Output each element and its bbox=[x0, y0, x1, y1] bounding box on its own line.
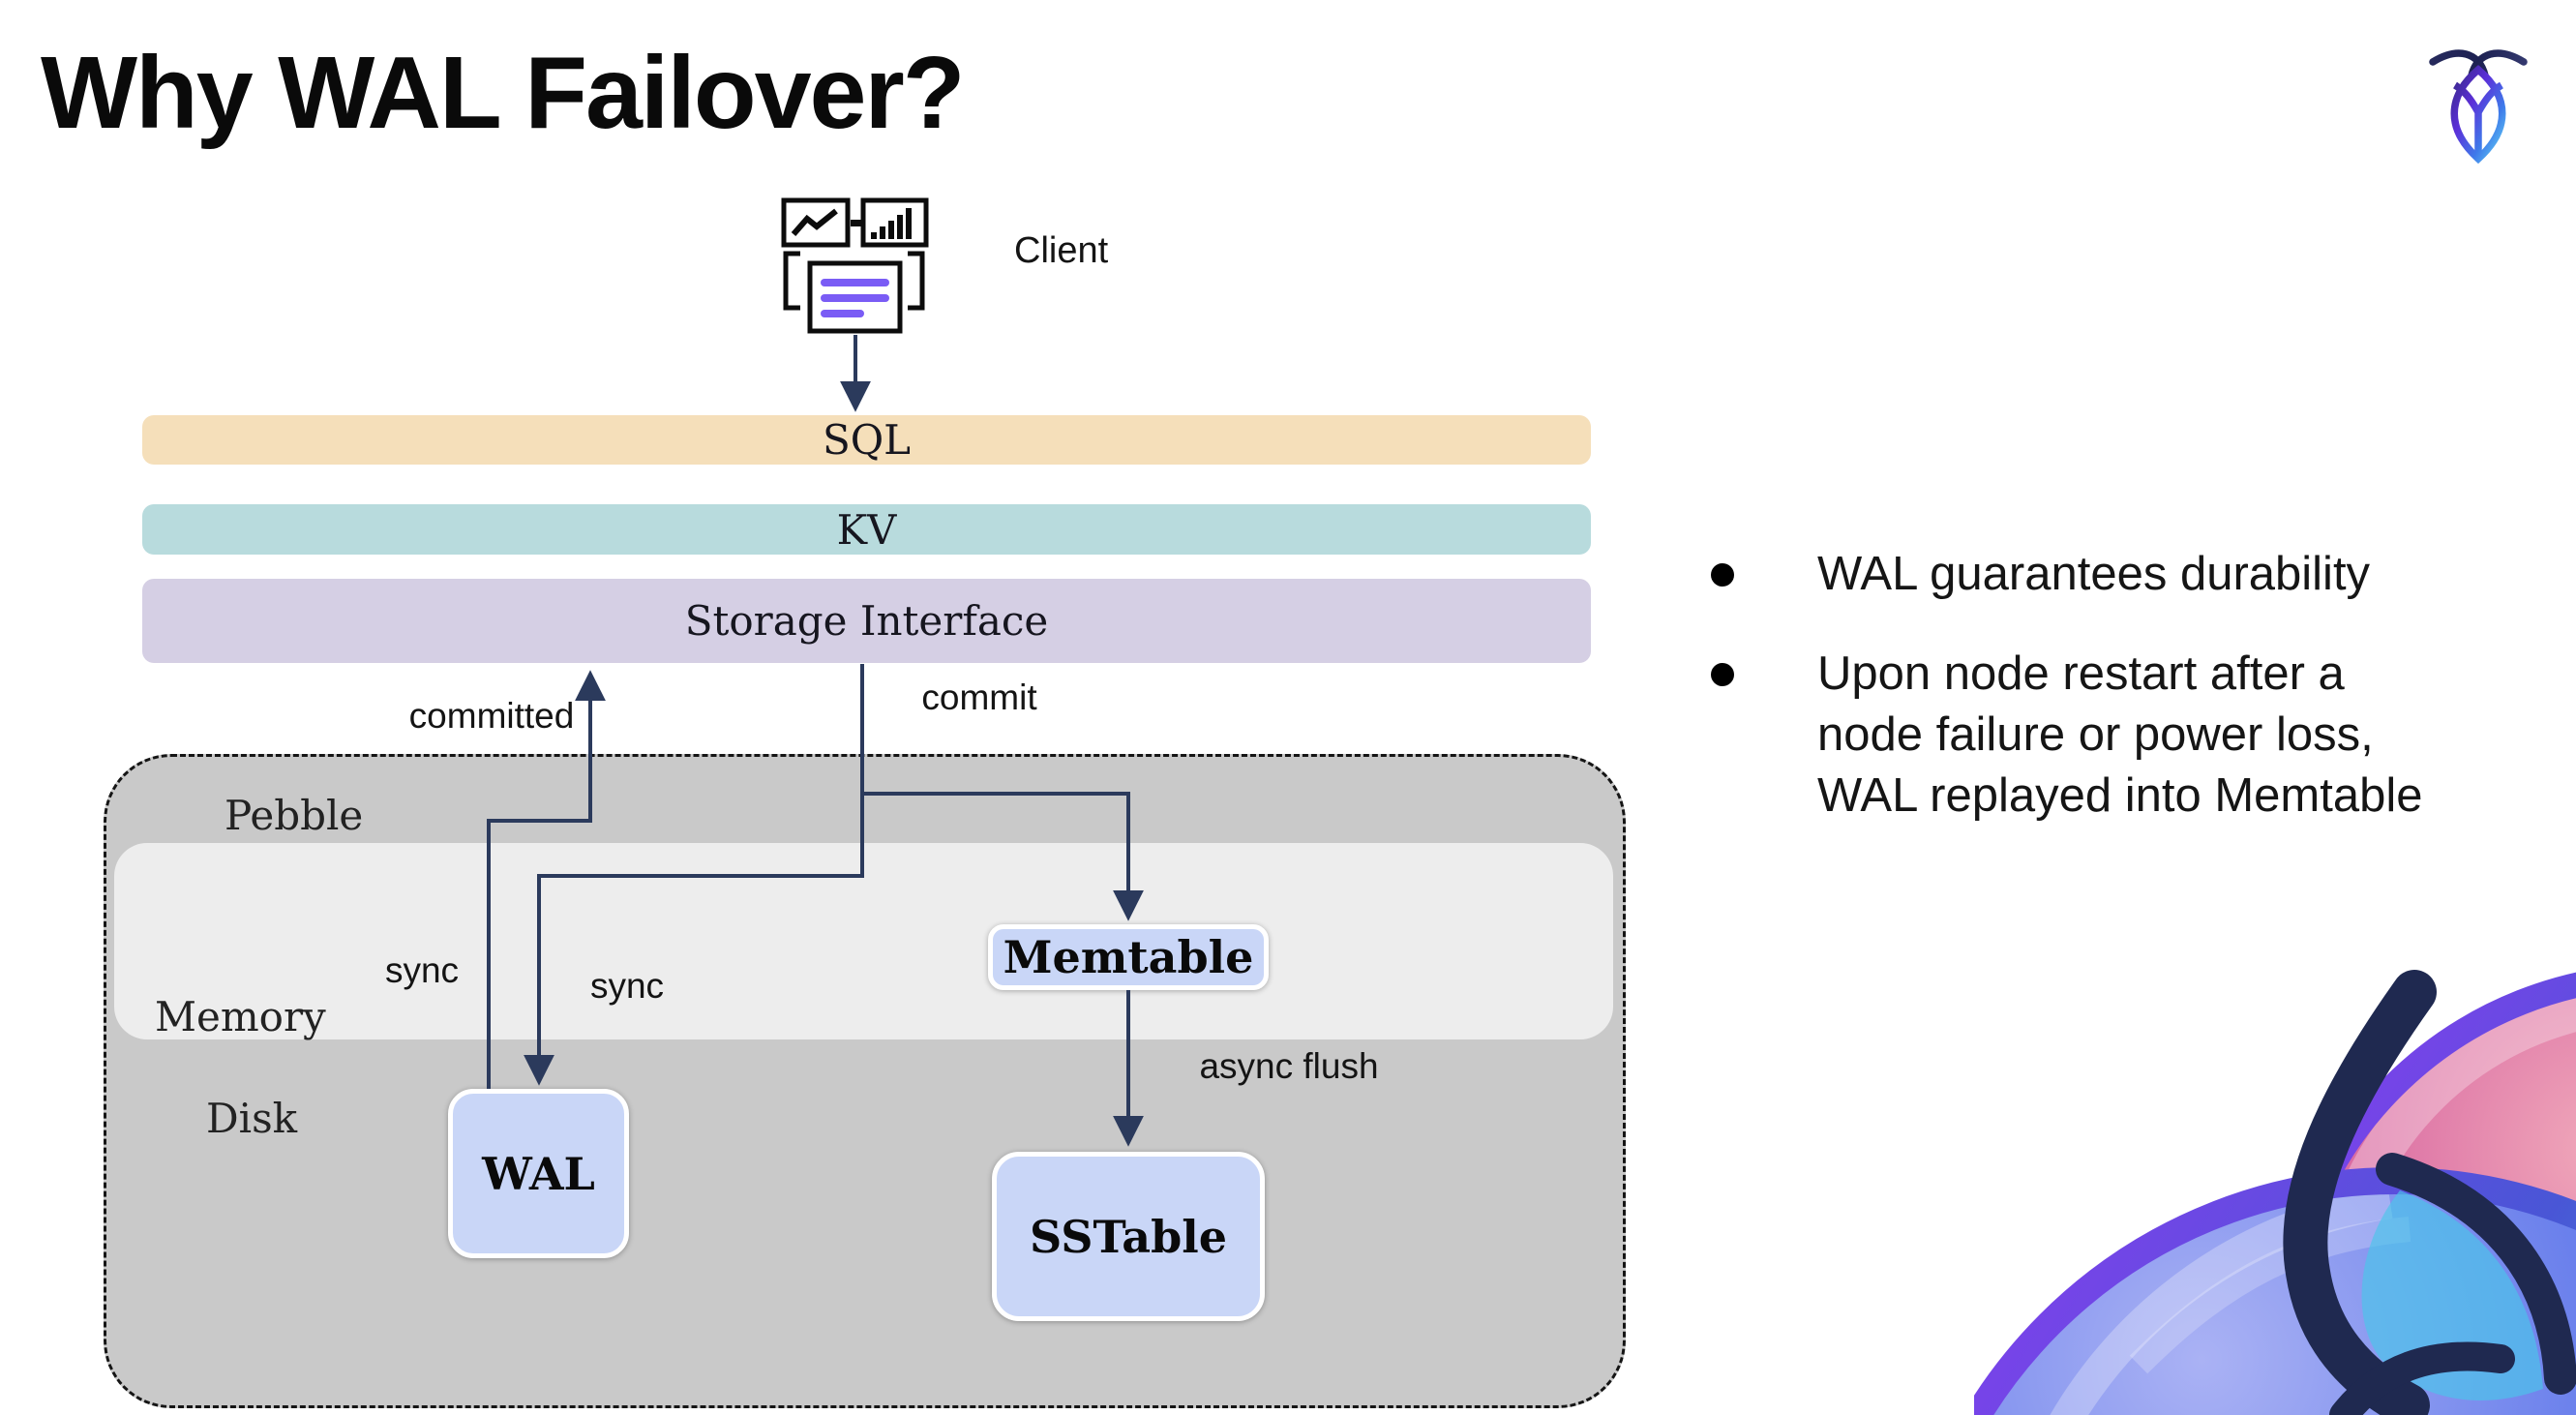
bracket-left bbox=[783, 251, 800, 311]
navy-curve bbox=[2283, 970, 2437, 1415]
committed-edge-label: committed bbox=[408, 696, 575, 736]
sync-right-edge-label: sync bbox=[589, 966, 665, 1006]
sql-layer-bar: SQL bbox=[142, 415, 1591, 465]
bracket-right bbox=[908, 251, 925, 311]
navy-curve bbox=[2376, 1153, 2576, 1395]
disk-label: Disk bbox=[206, 1095, 298, 1142]
page-title: Why WAL Failover? bbox=[41, 36, 965, 150]
storage-interface-layer-bar: Storage Interface bbox=[142, 579, 1591, 663]
line-chart-icon bbox=[781, 197, 851, 248]
bullet-line: WAL guarantees durability bbox=[1817, 548, 2371, 600]
bullet-item: WAL guarantees durability bbox=[1711, 544, 2370, 605]
wal-node: WAL bbox=[448, 1089, 629, 1258]
async-flush-edge-label: async flush bbox=[1199, 1046, 1379, 1086]
pebble-label: Pebble bbox=[225, 792, 364, 839]
navy-curve bbox=[2329, 1341, 2515, 1415]
client-icon bbox=[781, 197, 929, 334]
bullet-dot bbox=[1711, 663, 1734, 686]
bullet-text: WAL guarantees durability bbox=[1817, 544, 2370, 605]
cockroachdb-logo-icon bbox=[2429, 49, 2528, 165]
memtable-node: Memtable bbox=[988, 924, 1269, 990]
bullet-line: node failure or power loss, bbox=[1817, 708, 2374, 761]
decorative-brand-art bbox=[1974, 970, 2576, 1415]
bullet-line: Upon node restart after a bbox=[1817, 647, 2345, 700]
bullet-dot bbox=[1711, 563, 1734, 587]
memory-label: Memory bbox=[155, 993, 326, 1040]
client-label: Client bbox=[1014, 230, 1109, 271]
sstable-node: SSTable bbox=[992, 1152, 1265, 1321]
bullet-item: Upon node restart after a node failure o… bbox=[1711, 644, 2423, 827]
memory-band bbox=[114, 843, 1613, 1039]
bullet-text: Upon node restart after a node failure o… bbox=[1817, 644, 2423, 827]
bullet-line: WAL replayed into Memtable bbox=[1817, 769, 2423, 822]
kv-layer-bar: KV bbox=[142, 504, 1591, 555]
commit-edge-label: commit bbox=[921, 677, 1037, 717]
sync-left-edge-label: sync bbox=[384, 950, 460, 990]
